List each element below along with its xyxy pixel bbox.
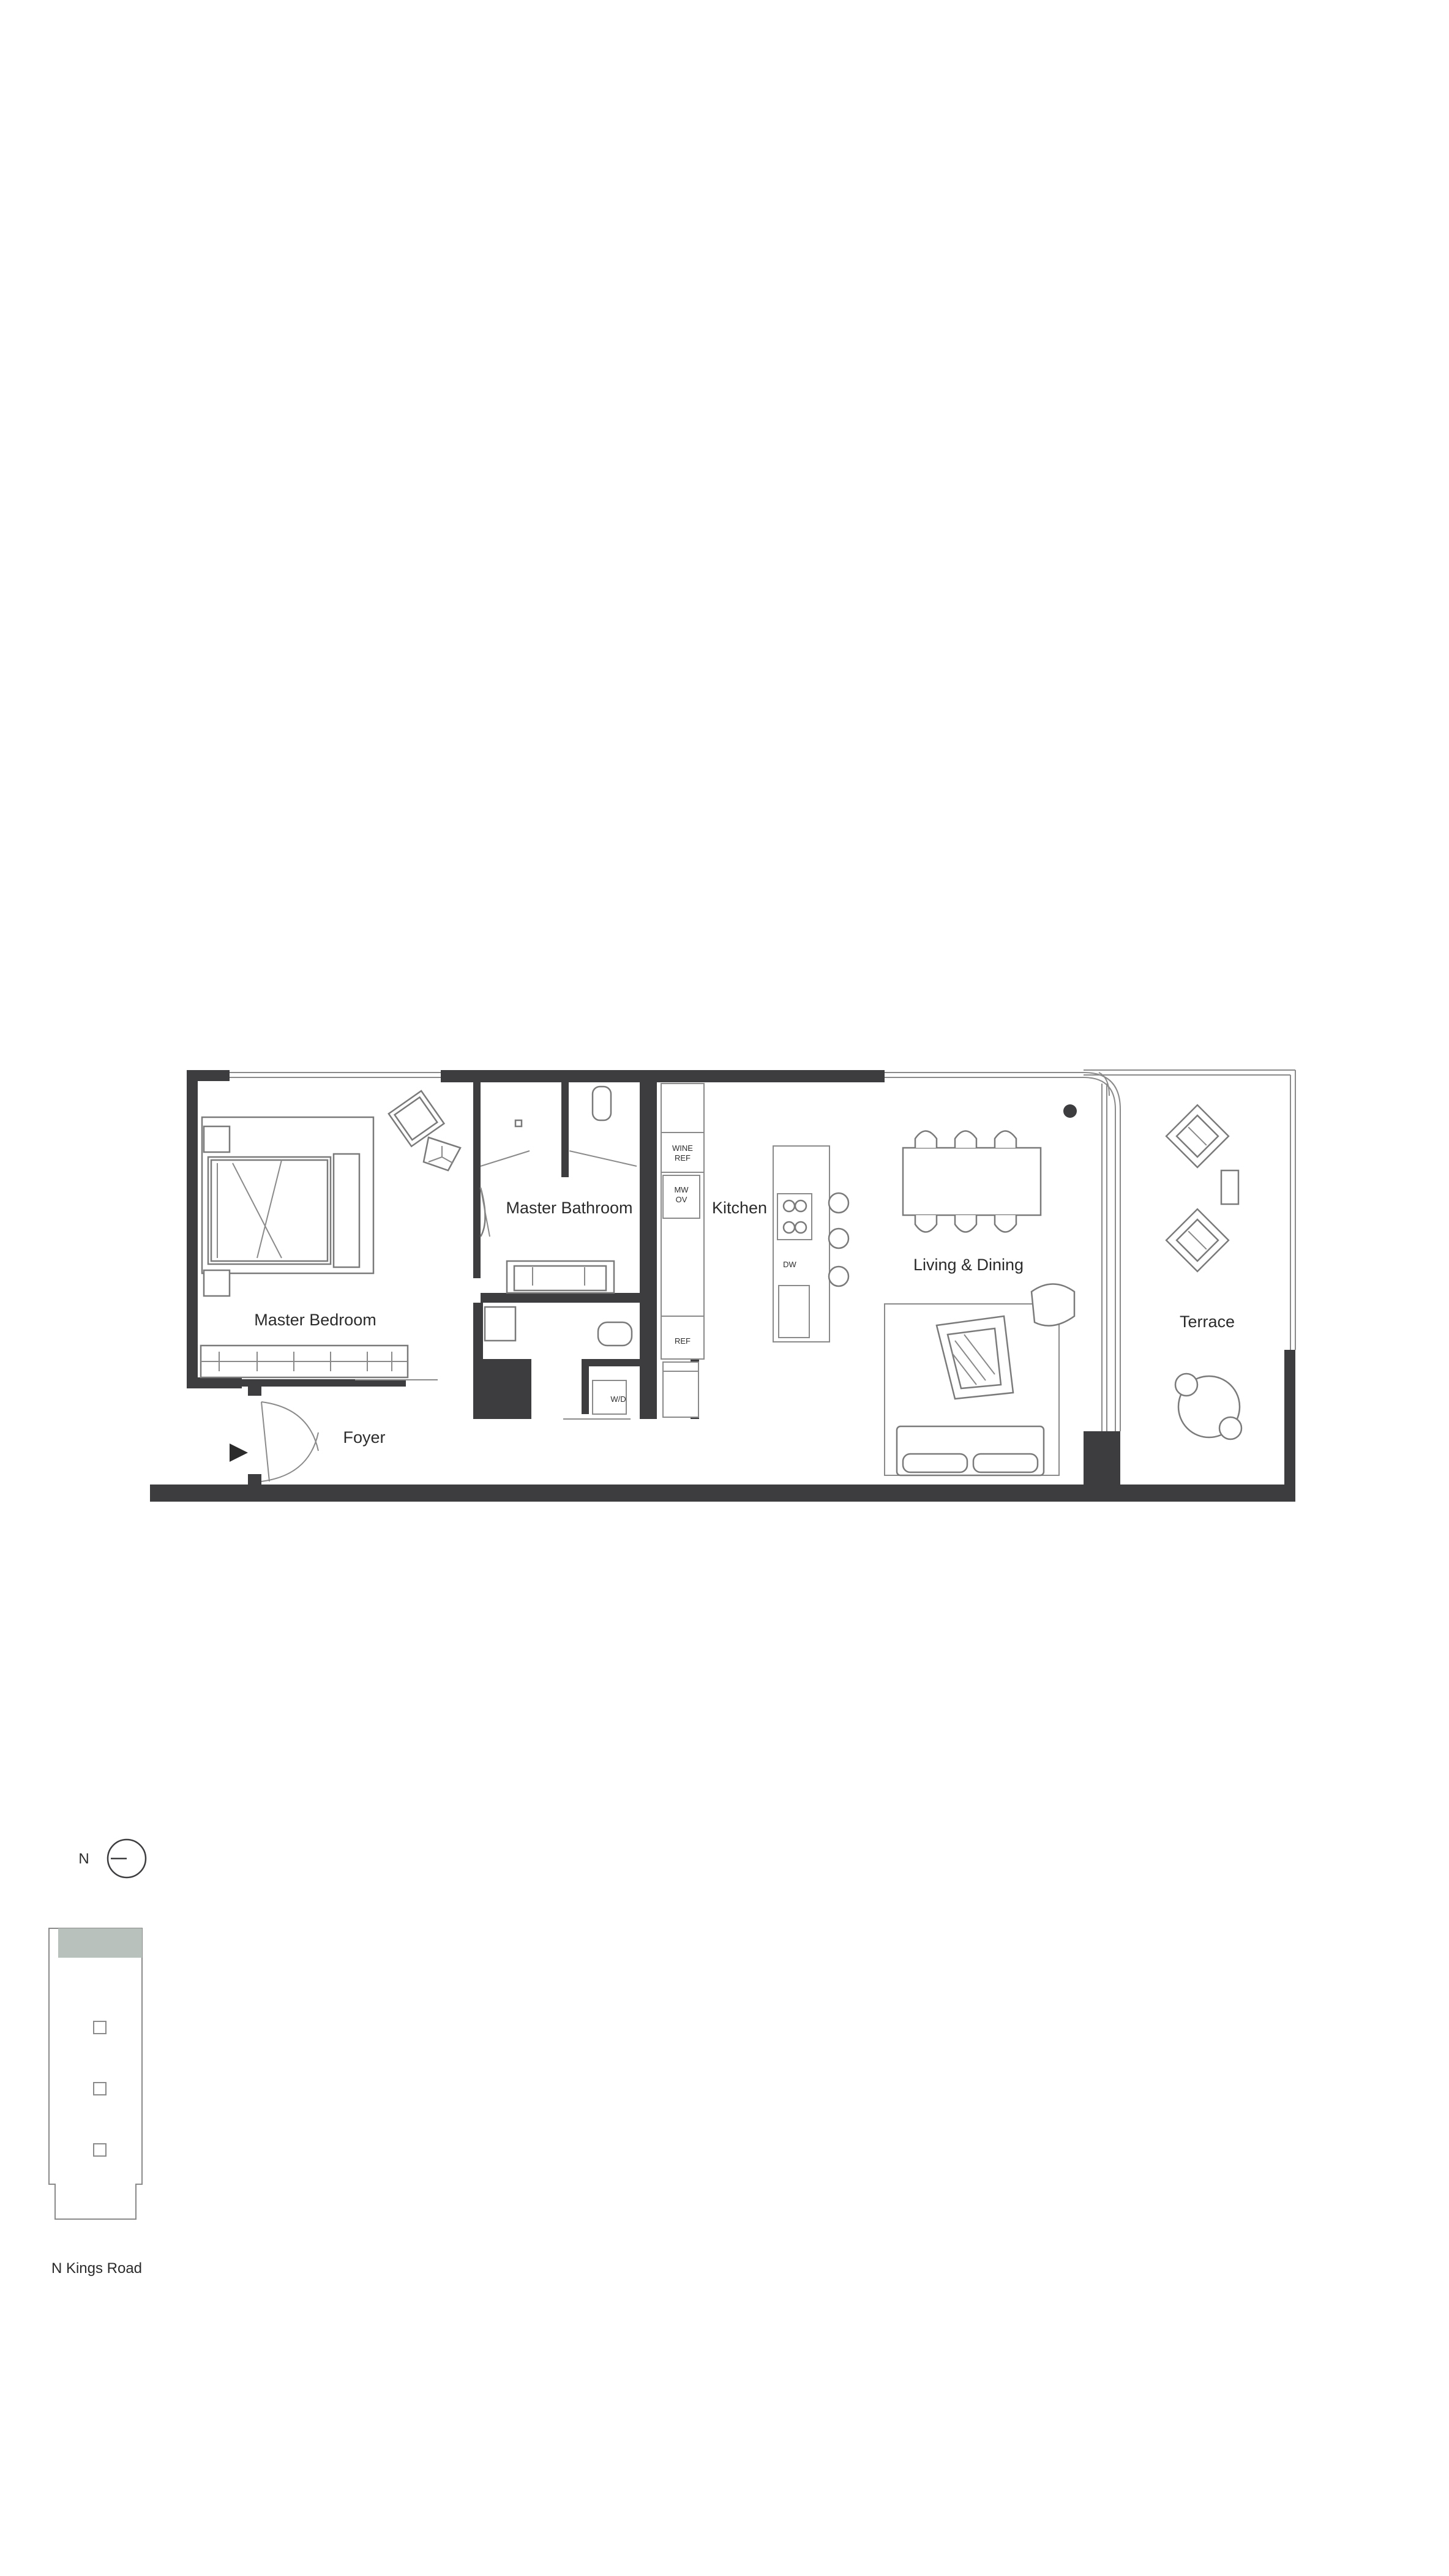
appliance-label-ref: REF [675, 1336, 691, 1346]
appliance-label-wine-ref-line1: WINE [672, 1144, 693, 1153]
room-label-foyer: Foyer [343, 1428, 385, 1447]
room-label-kitchen: Kitchen [712, 1199, 767, 1217]
terrace-table [1174, 1372, 1243, 1440]
windows [230, 1069, 1296, 1431]
dining-table [902, 1147, 1042, 1216]
street-label: N Kings Road [51, 2260, 142, 2277]
walls [150, 1070, 1295, 1502]
key-plan [48, 1928, 143, 2220]
ottoman [422, 1136, 462, 1172]
appliance-label-dw: DW [783, 1260, 796, 1269]
appliance-label-mw-ov-line1: MW [674, 1185, 689, 1194]
kitchen-counters [661, 1083, 705, 1418]
room-label-master-bedroom: Master Bedroom [254, 1311, 376, 1329]
appliance-label-wd: W/D [610, 1395, 626, 1404]
kitchen-island [773, 1145, 830, 1342]
entrance-arrow-icon [230, 1443, 248, 1462]
bar-stools [828, 1192, 850, 1287]
appliance-label-wine-ref-line2: REF [675, 1153, 691, 1163]
sofa [896, 1425, 1045, 1477]
side-table [1220, 1169, 1240, 1205]
north-arrow-icon [107, 1838, 147, 1879]
armchair [1030, 1283, 1076, 1327]
column [1063, 1104, 1077, 1118]
room-label-living-dining: Living & Dining [913, 1256, 1024, 1274]
entry-door [261, 1401, 319, 1482]
wardrobe [200, 1344, 409, 1379]
washer-dryer [592, 1380, 627, 1415]
north-label: N [78, 1851, 89, 1867]
appliance-label-mw-ov-line2: OV [676, 1195, 687, 1204]
key-plan-highlight [58, 1928, 142, 1958]
room-label-terrace: Terrace [1180, 1312, 1235, 1331]
bath-fixtures [479, 1085, 637, 1420]
coffee-table [935, 1315, 1014, 1400]
dining-chairs [914, 1130, 1017, 1233]
room-label-master-bathroom: Master Bathroom [506, 1199, 632, 1217]
bed [201, 1116, 375, 1297]
lounge-chair [388, 1090, 446, 1148]
terrace-chairs [1165, 1104, 1230, 1273]
